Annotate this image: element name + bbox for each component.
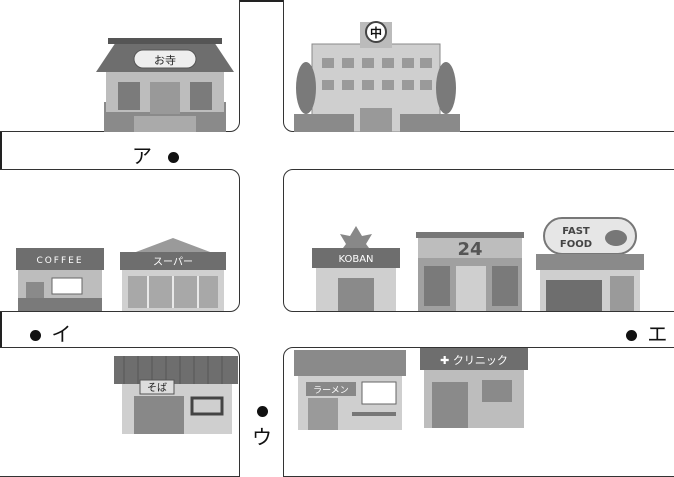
marker-a: ア <box>132 140 180 169</box>
school-building: 中 <box>294 21 460 132</box>
temple-building: お寺 <box>96 38 234 132</box>
convenience-sign: 24 <box>457 239 482 260</box>
ramen-sign: ラーメン <box>313 385 349 396</box>
marker-u-label: ウ <box>252 425 272 449</box>
fastfood-sign-line2: FOOD <box>560 239 592 250</box>
marker-u-dot <box>256 406 268 417</box>
marker-u: ウ <box>252 406 272 450</box>
marker-i-label: イ <box>51 322 72 346</box>
marker-i: イ <box>30 318 71 347</box>
soba-sign: そば <box>147 382 167 394</box>
fastfood-sign-line1: FAST <box>562 226 590 237</box>
convenience-store: 24 <box>416 232 524 311</box>
marker-e-label: エ <box>647 322 668 346</box>
marker-e-dot <box>626 330 637 341</box>
ramen-shop: ラーメン <box>294 350 406 430</box>
soba-shop: そば <box>114 356 238 434</box>
marker-i-dot <box>30 330 41 341</box>
supermarket: スーパー <box>120 238 226 311</box>
clinic-sign: ✚ クリニック <box>440 354 508 367</box>
coffee-sign: COFFEE <box>36 256 83 266</box>
koban-building: KOBAN <box>312 226 400 311</box>
marker-a-dot <box>168 152 180 163</box>
marker-e: エ <box>626 318 667 347</box>
school-sign: 中 <box>370 25 382 40</box>
clinic-building: ✚ クリニック <box>420 348 528 428</box>
koban-sign: KOBAN <box>338 254 373 265</box>
coffee-shop: COFFEE <box>16 248 104 311</box>
supermarket-sign: スーパー <box>153 256 193 268</box>
temple-sign: お寺 <box>154 54 176 67</box>
marker-a-label: ア <box>132 144 152 168</box>
fastfood-shop: FAST FOOD <box>536 217 644 311</box>
